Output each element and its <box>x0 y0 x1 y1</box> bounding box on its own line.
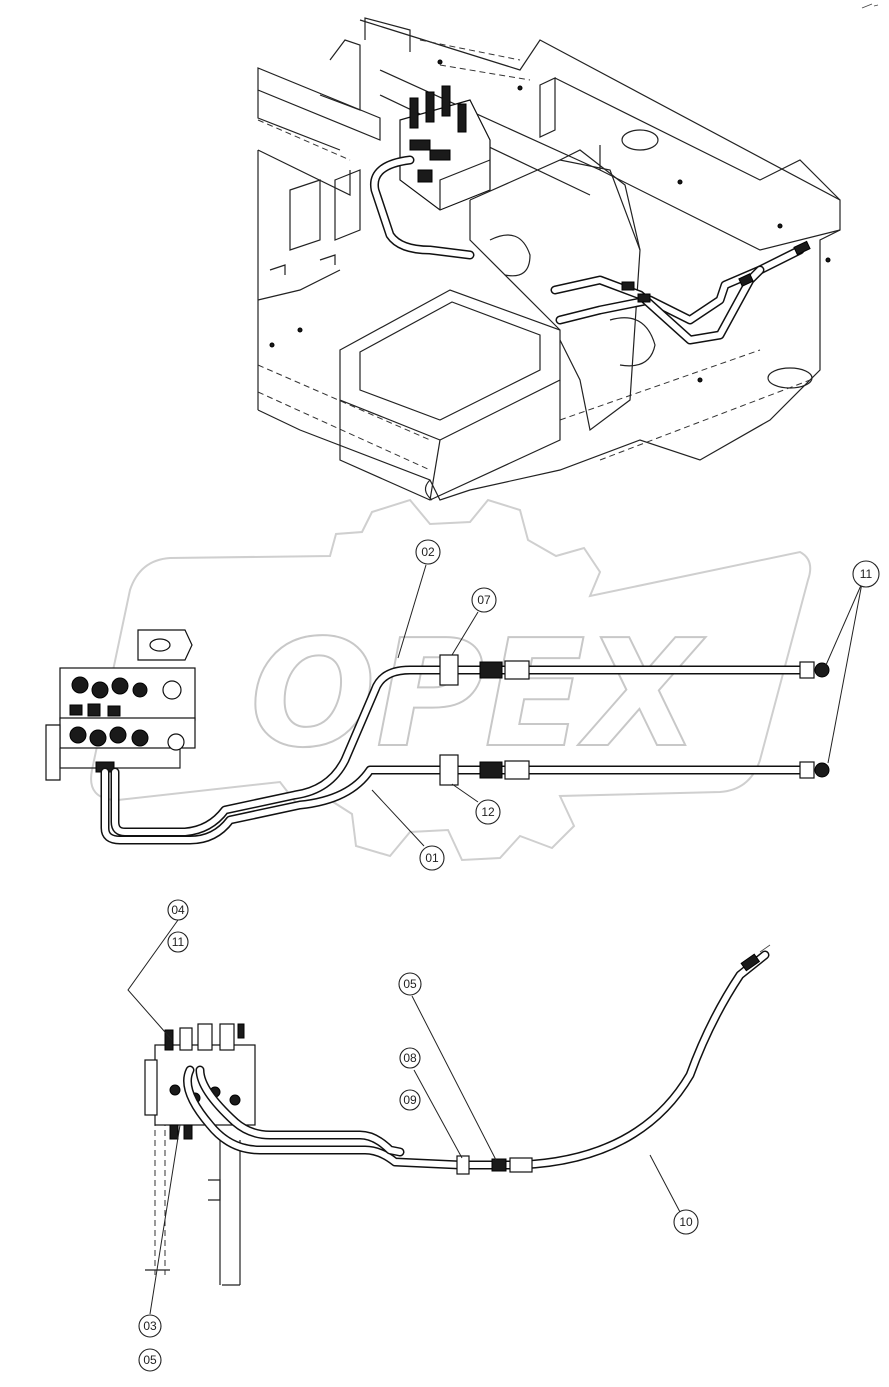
svg-text:01: 01 <box>425 851 439 865</box>
svg-text:04: 04 <box>171 903 185 917</box>
corner-mark <box>861 3 879 9</box>
watermark-logo: OPEX <box>249 607 707 781</box>
middle-hose-view <box>45 629 830 845</box>
svg-text:10: 10 <box>679 1215 693 1229</box>
svg-text:11: 11 <box>172 935 185 949</box>
callout-03-05: 03 05 <box>138 1124 181 1372</box>
callout-01: 01 <box>371 789 445 871</box>
callout-12: 12 <box>451 783 501 825</box>
callout-07: 07 <box>451 587 497 656</box>
svg-text:11: 11 <box>860 567 873 581</box>
callout-02: 02 <box>397 539 441 659</box>
svg-text:05: 05 <box>143 1353 157 1367</box>
control-valve-bottom <box>144 1023 256 1140</box>
bottom-hose-view <box>144 944 771 1286</box>
control-valve-middle <box>45 629 196 781</box>
svg-text:03: 03 <box>143 1319 157 1333</box>
callout-11-top: 11 <box>825 560 880 764</box>
svg-text:12: 12 <box>481 805 495 819</box>
svg-text:07: 07 <box>477 593 491 607</box>
callout-10: 10 <box>649 1154 699 1235</box>
frame-isometric-view <box>257 17 841 501</box>
svg-text:05: 05 <box>403 977 417 991</box>
watermark-text: OPEX <box>250 608 706 780</box>
watermark-gear <box>90 498 812 862</box>
svg-text:09: 09 <box>403 1093 417 1107</box>
callout-04-11: 04 11 <box>127 899 189 1041</box>
control-valve-top <box>399 85 491 211</box>
callout-08-09: 08 09 <box>399 1047 463 1159</box>
callout-06: 05 <box>398 972 497 1161</box>
svg-text:08: 08 <box>403 1051 417 1065</box>
svg-text:02: 02 <box>421 545 435 559</box>
